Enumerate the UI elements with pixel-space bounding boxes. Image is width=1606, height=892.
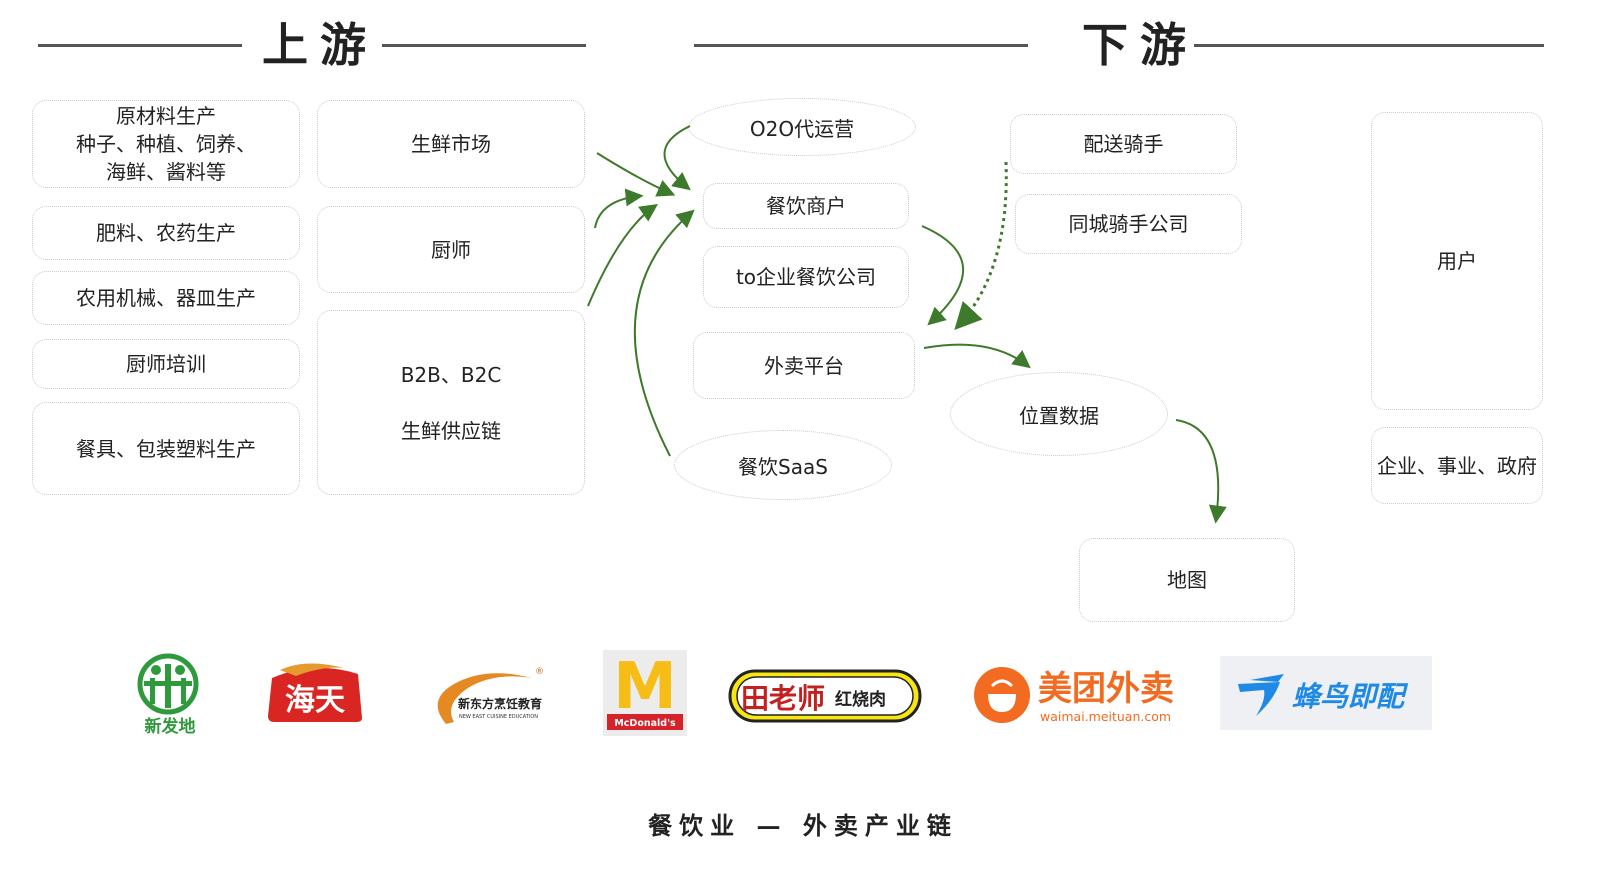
- fengniao-text: 蜂鸟即配: [1292, 680, 1409, 713]
- tableware-label: 餐具、包装塑料生产: [76, 436, 256, 461]
- user-label: 用户: [1437, 249, 1477, 273]
- platform-label: 外卖平台: [764, 353, 844, 378]
- map-box: 地图: [1079, 538, 1295, 622]
- xindongfang-text: 新东方烹饪教育: [458, 696, 542, 711]
- rider-label: 配送骑手: [1083, 132, 1164, 156]
- chef-training-label: 厨师培训: [126, 352, 206, 376]
- rider-company-box: 同城骑手公司: [1015, 194, 1242, 254]
- raw-materials-line2: 种子、种植、饲养、: [76, 132, 256, 156]
- arrow-location-to-map: [1175, 419, 1227, 524]
- arrow-supply-chain-to-merchant: [587, 203, 658, 307]
- mcdonalds-logo-image: M McDonald's: [607, 650, 683, 730]
- machinery-label: 农用机械、器皿生产: [76, 286, 256, 310]
- platform-box: 外卖平台: [693, 332, 915, 399]
- fengniao-logo-image: 蜂鸟即配: [1238, 674, 1409, 716]
- mcdonalds-arch: M: [613, 650, 677, 724]
- to-b-label: to企业餐饮公司: [735, 265, 877, 289]
- raw-materials-box: 原材料生产 种子、种植、饲养、 海鲜、酱料等: [32, 100, 300, 188]
- downstream-heading: 下游: [1082, 18, 1198, 72]
- saas-oval: 餐饮SaaS: [674, 430, 892, 500]
- meituan-text: 美团外卖: [1038, 669, 1174, 709]
- meituan-waimai-logo: 美团外卖 waimai.meituan.com: [974, 664, 1180, 726]
- xinfadi-text: 新发地: [145, 716, 196, 737]
- raw-materials-line1: 原材料生产: [116, 104, 216, 128]
- fengniao-logo: 蜂鸟即配: [1220, 656, 1432, 730]
- xindongfang-logo: ® 新东方烹饪教育 NEW EAST CUISINE EDUCATION: [424, 664, 550, 732]
- map-label: 地图: [1167, 568, 1207, 592]
- upstream-rule-right: [382, 44, 586, 47]
- org-box: 企业、事业、政府: [1371, 427, 1543, 504]
- raw-materials-line3: 海鲜、酱料等: [106, 160, 226, 184]
- org-label: 企业、事业、政府: [1377, 453, 1537, 478]
- user-box: 用户: [1371, 112, 1543, 410]
- upstream-rule-left: [38, 44, 242, 47]
- arrow-fresh-market-to-merchant: [596, 152, 676, 197]
- supply-chain-line1: B2B、B2C: [400, 362, 502, 387]
- downstream-rule-left: [694, 44, 1028, 47]
- rider-box: 配送骑手: [1010, 114, 1237, 174]
- arrow-merchant-to-delivery: [921, 225, 965, 326]
- haitian-logo: 海天: [266, 660, 364, 724]
- mcdonalds-logo: M McDonald's: [603, 650, 687, 736]
- arrow-chef-to-merchant: [594, 188, 644, 229]
- merchant-box: 餐饮商户: [703, 183, 909, 229]
- o2o-label: O2O代运营: [749, 116, 855, 141]
- rider-company-label: 同城骑手公司: [1068, 212, 1189, 236]
- haitian-text: 海天: [285, 683, 345, 718]
- fertilizer-label: 肥料、农药生产: [96, 221, 236, 245]
- upstream-heading: 上游: [262, 18, 378, 72]
- mcdonalds-name: McDonald's: [614, 718, 676, 729]
- xinfadi-logo: 新发地: [126, 652, 214, 738]
- chef-training-box: 厨师培训: [32, 339, 300, 389]
- tianlaoshi-logo: 田老师 红烧肉: [727, 668, 923, 724]
- arrow-o2o-to-merchant: [663, 125, 691, 191]
- meituan-waimai-logo-image: 美团外卖 waimai.meituan.com: [974, 667, 1174, 724]
- machinery-box: 农用机械、器皿生产: [32, 271, 300, 325]
- figure-caption: 餐饮业 — 外卖产业链: [648, 811, 958, 840]
- tianlaoshi-text: 田老师: [741, 682, 825, 715]
- tableware-box: 餐具、包装塑料生产: [32, 402, 300, 495]
- xindongfang-logo-image: ® 新东方烹饪教育 NEW EAST CUISINE EDUCATION: [437, 667, 544, 724]
- arrow-rider-to-delivery: [954, 161, 1008, 330]
- downstream-rule-right: [1194, 44, 1544, 47]
- supply-chain-box: B2B、B2C 生鲜供应链: [317, 310, 585, 495]
- to-b-box: to企业餐饮公司: [703, 246, 909, 308]
- xindongfang-sub: NEW EAST CUISINE EDUCATION: [459, 714, 538, 720]
- arrow-saas-to-merchant: [633, 209, 695, 457]
- fertilizer-box: 肥料、农药生产: [32, 206, 300, 260]
- saas-label: 餐饮SaaS: [738, 454, 828, 479]
- xindongfang-reg: ®: [535, 667, 544, 677]
- tianlaoshi-sub: 红烧肉: [835, 689, 886, 710]
- haitian-logo-image: 海天: [268, 663, 362, 722]
- tianlaoshi-logo-image: 田老师 红烧肉: [728, 669, 922, 723]
- meituan-url: waimai.meituan.com: [1040, 709, 1171, 724]
- supply-chain-line2: 生鲜供应链: [401, 418, 501, 443]
- fresh-market-label: 生鲜市场: [411, 132, 491, 156]
- arrow-platform-to-location: [923, 343, 1031, 369]
- merchant-label: 餐饮商户: [766, 194, 846, 218]
- chef-label: 厨师: [431, 237, 471, 262]
- location-data-oval: 位置数据: [950, 372, 1168, 456]
- fresh-market-box: 生鲜市场: [317, 100, 585, 188]
- xinfadi-logo-image: 新发地: [137, 653, 199, 737]
- location-data-label: 位置数据: [1019, 403, 1099, 428]
- o2o-oval: O2O代运营: [688, 98, 916, 156]
- chef-box: 厨师: [317, 206, 585, 293]
